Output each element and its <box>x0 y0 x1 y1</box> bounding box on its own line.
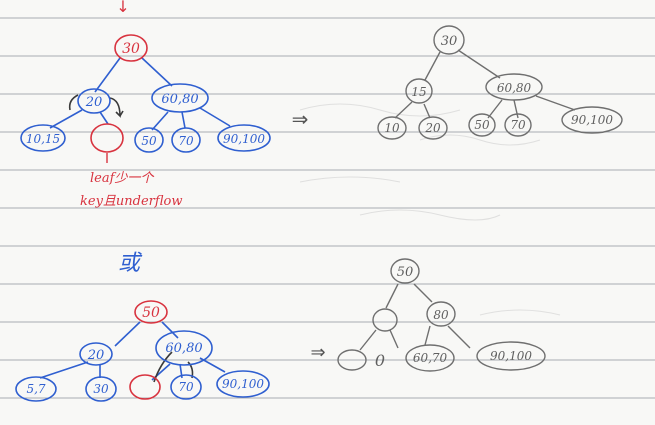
result1-labels: 30 15 60,80 10 20 50 70 90,100 <box>384 34 613 135</box>
r1-right-label: 60,80 <box>497 81 532 95</box>
d1-leaf-2-empty <box>90 123 124 153</box>
d1-right-label: 60,80 <box>161 92 198 107</box>
diagram2-labels: 50 20 60,80 5,7 30 70 90,100 <box>26 305 264 396</box>
r1-leaf-4-label: 70 <box>510 118 526 132</box>
r2-right-label: 80 <box>433 308 449 322</box>
r1-leaf-1-label: 10 <box>384 121 400 135</box>
result1 <box>377 25 623 140</box>
r1-leaf-3 <box>468 113 496 137</box>
d2-leaf-4 <box>170 374 202 400</box>
r1-leaf-4 <box>504 113 532 137</box>
d2-leaf-3-empty <box>129 374 161 400</box>
r2-leaf-4 <box>476 341 546 371</box>
result2 <box>337 258 546 372</box>
r1-leaf-2-label: 20 <box>424 121 441 135</box>
note-line-1: leaf少一个 <box>90 171 155 186</box>
r2-leaf-3-label: 60,70 <box>413 351 448 365</box>
r2-leaf-4-label: 90,100 <box>490 349 532 363</box>
r2-leaf-3 <box>405 344 455 372</box>
r2-root-label: 50 <box>397 265 414 280</box>
r2-leaf-2-label: 0 <box>375 351 385 370</box>
r1-root-node <box>433 25 465 55</box>
r1-leaf-5 <box>561 106 623 134</box>
d1-leaf-3-label: 50 <box>141 134 157 148</box>
d2-leaf-5 <box>216 370 270 398</box>
d2-leaf-1 <box>15 376 57 402</box>
r1-leaf-2 <box>418 116 448 140</box>
d2-right-node <box>155 330 213 366</box>
r1-leaf-3-label: 50 <box>474 118 490 132</box>
r1-leaf-1 <box>377 116 407 140</box>
d1-root-node <box>114 34 148 62</box>
r1-root-label: 30 <box>441 34 458 49</box>
ruled-lines <box>0 17 655 399</box>
r1-leaf-5-label: 90,100 <box>571 113 613 127</box>
r2-root-node <box>390 258 420 284</box>
r1-left-node <box>405 78 433 104</box>
d2-leaf-2-label: 30 <box>93 382 109 396</box>
d1-leaf-1-label: 10,15 <box>26 132 60 146</box>
d1-right-node <box>151 83 209 113</box>
d2-left-label: 20 <box>87 348 105 363</box>
d1-left-label: 20 <box>85 95 103 110</box>
d2-root-label: 50 <box>142 305 160 321</box>
top-arrow: ↓ <box>116 0 129 16</box>
show-through-marks <box>299 103 561 316</box>
d1-leaf-3 <box>134 127 164 153</box>
r2-right-node <box>426 301 456 327</box>
d2-root-node <box>134 300 168 324</box>
d1-leaf-4-label: 70 <box>178 134 194 148</box>
r2-left-node-empty <box>372 308 398 332</box>
d2-leaf-4-label: 70 <box>178 380 194 394</box>
d1-leaf-4 <box>171 127 201 153</box>
d2-leaf-5-label: 90,100 <box>222 377 264 391</box>
d1-leaf-1 <box>20 124 66 152</box>
borrow-arrow-right <box>109 97 124 118</box>
implies-arrow-2: ⇒ <box>310 342 325 363</box>
diagram1-edges <box>49 57 231 131</box>
d2-borrow-arrow <box>153 351 173 383</box>
r1-left-label: 15 <box>411 85 426 99</box>
or-label: 或 <box>118 251 143 276</box>
result2-labels: 50 80 0 60,70 90,100 <box>375 265 532 370</box>
borrow-arrow-left <box>68 94 79 111</box>
r2-leaf-1-empty <box>337 349 367 371</box>
d2-leaf-1-label: 5,7 <box>26 382 45 396</box>
d1-left-node <box>77 88 111 114</box>
implies-arrow-1: ⇒ <box>292 107 309 131</box>
d2-right-label: 60,80 <box>165 341 202 356</box>
diagram1 <box>20 34 271 153</box>
d1-root-label: 30 <box>122 41 140 57</box>
r1-right-node <box>485 73 543 101</box>
diagram1-labels: 30 20 60,80 10,15 50 70 90,100 <box>26 41 266 148</box>
diagram2 <box>15 300 270 402</box>
d1-leaf-5-label: 90,100 <box>223 132 265 146</box>
note-line-2: key且underflow <box>80 194 183 209</box>
d1-leaf-5 <box>217 124 271 152</box>
d2-leaf-2 <box>85 376 117 402</box>
d2-left-node <box>79 342 113 366</box>
